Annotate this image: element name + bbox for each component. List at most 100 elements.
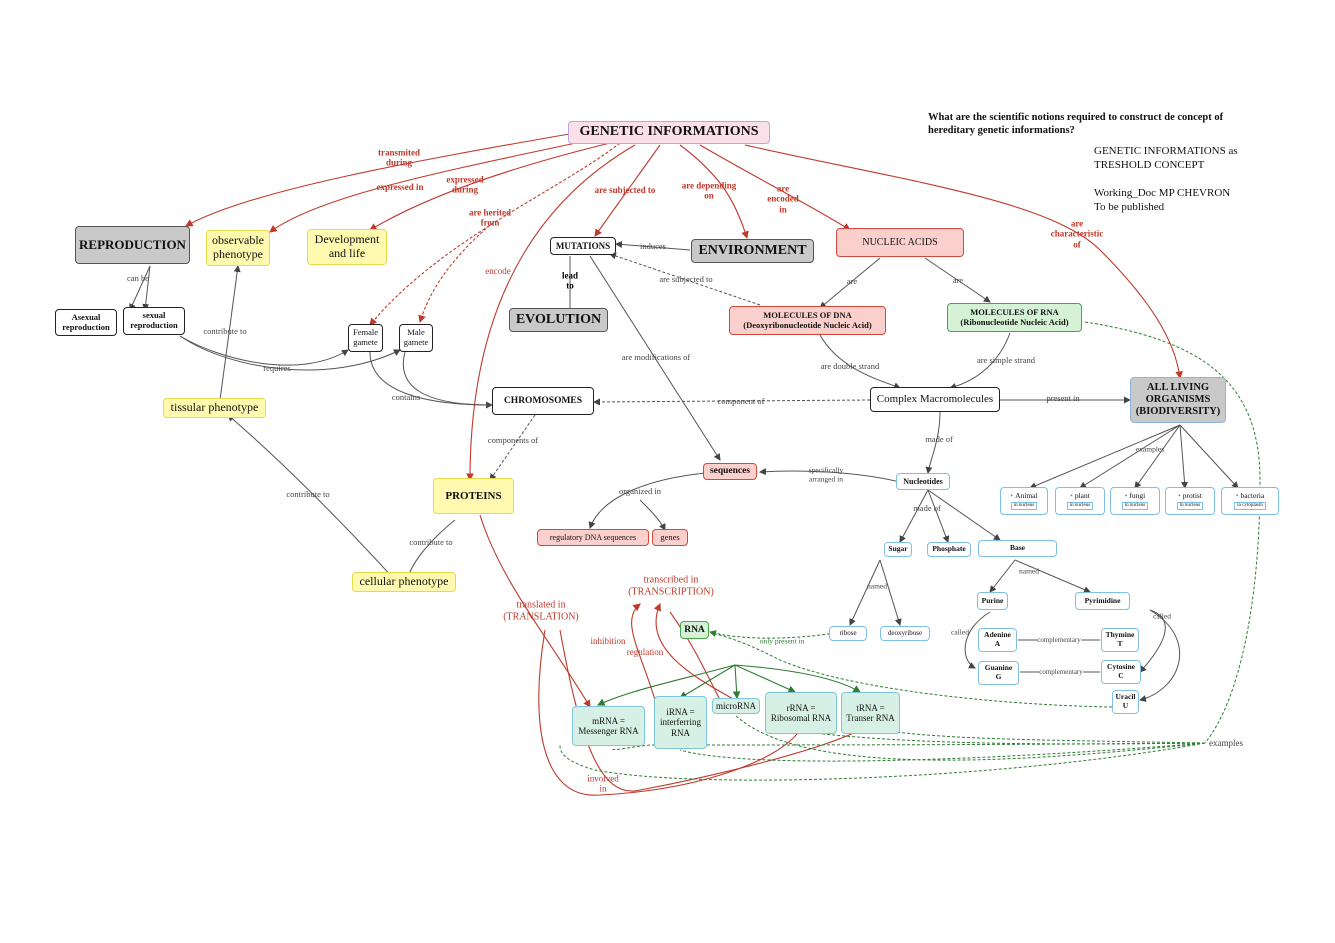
label-inhibition: inhibition xyxy=(590,635,626,646)
label-requires: requires xyxy=(263,363,291,374)
node-uracil[interactable]: Uracil U xyxy=(1112,690,1139,714)
label-components-of: components of xyxy=(487,435,539,446)
node-thymine[interactable]: Thymine T xyxy=(1101,628,1139,652)
label-are-encoded-in: are encoded in xyxy=(767,183,799,215)
node-microrna[interactable]: microRNA xyxy=(712,698,760,714)
label-are-2: are xyxy=(952,275,964,286)
node-protist[interactable]: •protist in nucleus xyxy=(1165,487,1215,515)
label-called-2: called xyxy=(1153,611,1171,621)
node-environment[interactable]: ENVIRONMENT xyxy=(691,239,814,263)
label-contribute-to-3: contribute to xyxy=(409,537,453,548)
label-translated-in: translated in (TRANSLATION) xyxy=(503,599,579,623)
node-plant[interactable]: •plant in nucleus xyxy=(1055,487,1105,515)
label-are-1: are xyxy=(846,276,858,287)
label-specifically-arranged-in: specifically arranged in xyxy=(808,465,844,483)
node-phosphate[interactable]: Phosphate xyxy=(927,542,971,557)
node-pyrimidine[interactable]: Pyrimidine xyxy=(1075,592,1130,610)
header-note-3: Working_Doc MP CHEVRON xyxy=(1094,187,1231,199)
label-present-in: present in xyxy=(1046,393,1080,404)
node-fungi[interactable]: •fungi in nucleus xyxy=(1110,487,1160,515)
node-ribose[interactable]: ribose xyxy=(829,626,867,641)
header-note-4: To be published xyxy=(1094,201,1165,213)
link-regulation xyxy=(653,602,736,701)
node-rrna[interactable]: rRNA = Ribosomal RNA xyxy=(765,692,837,734)
link-herited-male xyxy=(418,224,491,324)
node-molecules-dna[interactable]: MOLECULES OF DNA (Deoxyribonucleotide Nu… xyxy=(729,306,886,335)
label-complementary-2: complementary xyxy=(1039,667,1083,677)
label-named-1: named xyxy=(867,581,887,591)
node-deoxyribose[interactable]: deoxyribose xyxy=(880,626,930,641)
label-made-of-2: made of xyxy=(913,503,941,514)
label-are-subjected-to: are subjected to xyxy=(594,184,656,195)
label-expressed-during: expressed during xyxy=(446,174,484,195)
label-contains: contains xyxy=(391,392,421,403)
node-guanine[interactable]: Guanine G xyxy=(978,661,1019,685)
node-cytosine[interactable]: Cytosine C xyxy=(1101,660,1141,684)
node-molecules-rna[interactable]: MOLECULES OF RNA (Ribonucleotide Nucleic… xyxy=(947,303,1082,332)
label-transmited-during: transmited during xyxy=(378,147,420,168)
node-cellular-phenotype[interactable]: cellular phenotype xyxy=(352,572,456,592)
label-are-herited-from: are herited from xyxy=(468,207,512,228)
label-contribute-to-1: contribute to xyxy=(203,326,247,337)
label-transcribed-in: transcribed in (TRANSCRIPTION) xyxy=(628,574,714,598)
node-base[interactable]: Base xyxy=(978,540,1057,557)
label-are-double-strand: are double strand xyxy=(820,361,880,372)
node-asexual-reproduction[interactable]: Asexual reproduction xyxy=(55,309,117,336)
node-purine[interactable]: Purine xyxy=(977,592,1008,610)
link-depending xyxy=(679,144,749,240)
bullet-icon: • xyxy=(1010,491,1014,501)
link-transmited-during xyxy=(185,132,576,227)
node-mrna[interactable]: mRNA = Messenger RNA xyxy=(572,706,645,746)
node-observable-phenotype[interactable]: observable phenotype xyxy=(206,230,270,266)
link-translated xyxy=(479,514,591,708)
label-induces: induces xyxy=(640,241,666,252)
node-evolution[interactable]: EVOLUTION xyxy=(509,308,608,332)
node-complex-macromolecules[interactable]: Complex Macromolecules xyxy=(870,387,1000,412)
bullet-icon: • xyxy=(1235,491,1239,501)
node-development-and-life[interactable]: Development and life xyxy=(307,229,387,265)
node-sugar[interactable]: Sugar xyxy=(884,542,912,557)
label-called-1: called xyxy=(951,627,969,637)
node-bacteria[interactable]: •bacteria in cytoplasm xyxy=(1221,487,1279,515)
link-characteristic xyxy=(744,144,1183,380)
node-adenine[interactable]: Adenine A xyxy=(978,628,1017,652)
node-all-living-organisms[interactable]: ALL LIVING ORGANISMS (BIODIVERSITY) xyxy=(1130,377,1226,423)
header-question: What are the scientific notions required… xyxy=(928,112,1224,137)
node-tissular-phenotype[interactable]: tissular phenotype xyxy=(163,398,266,418)
node-genetic-informations[interactable]: GENETIC INFORMATIONS xyxy=(568,121,770,144)
node-proteins[interactable]: PROTEINS xyxy=(433,478,514,514)
bullet-icon: • xyxy=(1124,491,1128,501)
node-nucleic-acids[interactable]: NUCLEIC ACIDS xyxy=(836,228,964,257)
link-encoded xyxy=(699,144,851,231)
node-sequences[interactable]: sequences xyxy=(703,463,757,480)
label-are-simple-strand: are simple strand xyxy=(976,355,1036,366)
node-sexual-reproduction[interactable]: sexual reproduction xyxy=(123,307,185,335)
label-made-of: made of xyxy=(925,434,953,445)
label-lead-to: lead to xyxy=(561,270,578,291)
bullet-icon: • xyxy=(1070,491,1073,501)
link-expressed-in xyxy=(269,139,591,233)
label-encode: encode xyxy=(485,265,511,276)
node-regulatory-dna-sequences[interactable]: regulatory DNA sequences xyxy=(537,529,649,546)
node-chromosomes[interactable]: CHROMOSOMES xyxy=(492,387,594,415)
node-female-gamete[interactable]: Female gamete xyxy=(348,324,383,352)
node-nucleotides[interactable]: Nucleotides xyxy=(896,473,950,490)
link-subjected xyxy=(594,144,661,237)
link-encode xyxy=(466,144,636,482)
node-animal[interactable]: •Animal in nucleus xyxy=(1000,487,1048,515)
node-mutations[interactable]: MUTATIONS xyxy=(550,237,616,255)
node-rna[interactable]: RNA xyxy=(680,621,709,639)
label-named-2: named xyxy=(1019,566,1039,576)
node-reproduction[interactable]: REPRODUCTION xyxy=(75,226,190,264)
label-contribute-to-2: contribute to xyxy=(286,489,330,500)
node-irna[interactable]: iRNA = interferring RNA xyxy=(654,696,707,749)
label-are-modifications-of: are modifications of xyxy=(621,352,691,363)
label-are-characteristic-of: are characteristic of xyxy=(1050,218,1104,250)
node-trna[interactable]: tRNA = Transer RNA xyxy=(841,692,900,734)
node-male-gamete[interactable]: Male gamete xyxy=(399,324,433,352)
link-herited-female xyxy=(369,142,621,326)
node-genes[interactable]: genes xyxy=(652,529,688,546)
label-are-depending-on: are depending on xyxy=(681,180,737,201)
